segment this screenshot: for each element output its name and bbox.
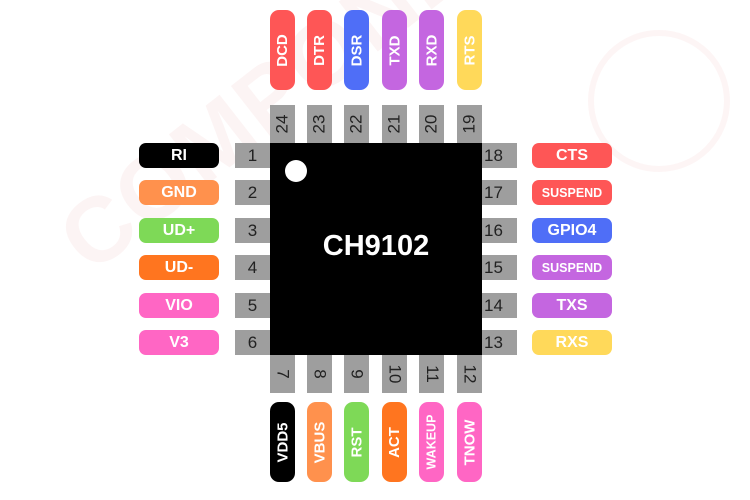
pin-7: 7 [270,355,295,393]
pin-7-text: 7 [273,369,293,379]
pin-8: 8 [307,355,332,393]
pin-14: 14 [482,293,517,318]
pin-20-text: 20 [421,114,441,134]
pin-label-gpio4: GPIO4 [532,218,612,243]
pin-16: 16 [482,218,517,243]
pin-10: 10 [382,355,407,393]
pin-label-v3: V3 [139,330,219,355]
pin-label-gnd: GND [139,180,219,205]
pin-label-rxd: RXD [419,10,444,90]
pin-4: 4 [235,255,270,280]
pin-label-txd: TXD [382,10,407,90]
pin-15: 15 [482,255,517,280]
pin-label-rxs: RXS [532,330,612,355]
pin-11: 11 [419,355,444,393]
pin-label-act: ACT [382,402,407,482]
pin-11-text: 11 [422,365,442,383]
pin-18: 18 [482,143,517,168]
pin-2: 2 [235,180,270,205]
chip-name: CH9102 [322,230,430,262]
pin-label-dsr-text: DSR [348,34,366,66]
pin-1: 1 [235,143,270,168]
pin-6: 6 [235,330,270,355]
pin-9-text: 9 [347,369,367,379]
pin-label-dtr-text: DTR [311,34,329,66]
pin-label-rst: RST [344,402,369,482]
pin-label-vdd5-text: VDD5 [274,421,292,463]
pin-3: 3 [235,218,270,243]
pin-24-text: 24 [272,114,292,134]
pin-23: 23 [307,105,332,143]
pin-21-text: 21 [384,114,404,134]
pin-23-text: 23 [309,114,329,134]
pin-label-tnow-text: TNOW [461,419,479,465]
pin-21: 21 [382,105,407,143]
pin-label-wakeup: WAKEUP [419,402,444,482]
pin-20: 20 [419,105,444,143]
pin-22: 22 [344,105,369,143]
pin-label-rts-text: RTS [461,35,478,65]
pin-12: 12 [457,355,482,393]
pin-19: 19 [457,105,482,143]
pin-label-dcd-text: DCD [274,33,291,67]
pin-label-dcd: DCD [270,10,295,90]
pin-label-vdd5: VDD5 [270,402,295,482]
pin-label-txs: TXS [532,293,612,318]
pin-label-txd-text: TXD [386,35,403,65]
pin-9: 9 [344,355,369,393]
chip-body [270,143,482,355]
pin-label-suspend: SUSPEND [532,255,612,280]
pin-label-rxd-text: RXD [423,34,441,66]
pin-13: 13 [482,330,517,355]
pin-label-dtr: DTR [307,10,332,90]
pin-17: 17 [482,180,517,205]
pin-label-rts: RTS [457,10,482,90]
pin-label-rst-text: RST [348,427,365,457]
pin-label-dsr: DSR [344,10,369,90]
pin-label-act-text: ACT [386,426,404,458]
pin-22-text: 22 [346,114,366,134]
pin-label-tnow: TNOW [457,402,482,482]
pin-12-text: 12 [460,364,480,384]
pin-5: 5 [235,293,270,318]
pin-19-text: 19 [459,114,479,134]
pin-label-ri: RI [139,143,219,168]
pin-10-text: 10 [385,364,405,384]
pin-label-vio: VIO [139,293,219,318]
pin-label-suspend: SUSPEND [532,180,612,205]
pin1-indicator-dot [285,160,307,182]
pin-label-ud-: UD- [139,255,219,280]
pin-label-vbus-text: VBUS [311,421,328,463]
pin-label-ud+: UD+ [139,218,219,243]
pin-label-wakeup-text: WAKEUP [424,414,439,470]
pin-label-vbus: VBUS [307,402,332,482]
pin-24: 24 [270,105,295,143]
pin-8-text: 8 [310,369,330,379]
watermark-logo-circle [588,30,730,172]
pin-label-cts: CTS [532,143,612,168]
